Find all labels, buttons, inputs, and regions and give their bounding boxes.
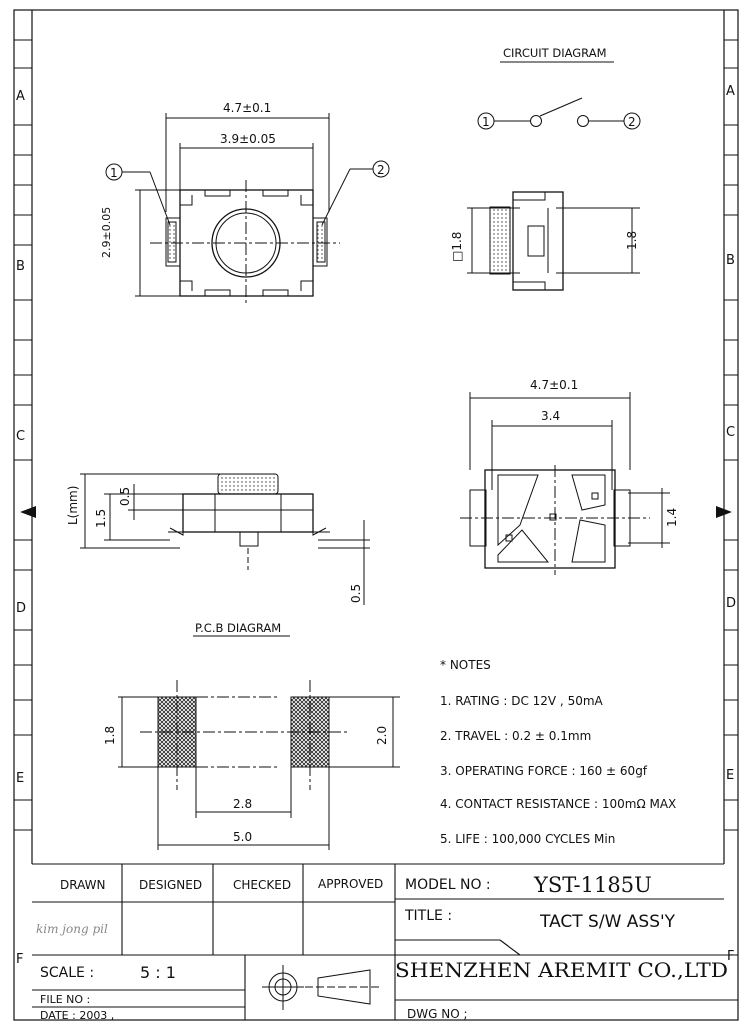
file-no-label: FILE NO : [40,993,90,1006]
front-view-labels: L(mm) 1.5 0.5 0.5 [66,486,363,603]
front-view [80,473,370,605]
row-letter-b-right: B [726,253,735,268]
front-bottom-label: 0.5 [349,584,363,603]
front-h2-label: 0.5 [118,487,132,506]
row-letter-c-right: C [726,425,735,440]
drawn-header: DRAWN [60,878,106,892]
date-label: DATE : 2003 , [40,1009,114,1022]
title-label: TITLE : [404,908,452,924]
note-item: 1. RATING : DC 12V , 50mA [440,694,604,708]
pcb-gap-label: 2.8 [233,797,252,811]
bottom-view-labels: 4.7±0.1 3.4 1.4 [530,378,679,527]
note-item: 5. LIFE : 100,000 CYCLES Min [440,832,615,846]
title-block-text: DRAWN DESIGNED CHECKED APPROVED kim jong… [36,873,728,1022]
pcb-diagram [118,635,400,850]
notes-heading: * NOTES [440,658,491,672]
circuit-pin-2-label: 2 [628,115,636,129]
dwg-no-label: DWG NO ; [407,1007,468,1021]
row-letter-a-right: A [726,84,735,99]
row-letter-b-left: B [16,259,25,274]
bottom-inner-label: 3.4 [541,409,560,423]
row-letter-a-left: A [16,89,25,104]
notes: * NOTES 1. RATING : DC 12V , 50mA 2. TRA… [440,658,676,846]
row-letters: A B C D E F A B C D E F [16,84,736,967]
side-view [467,191,640,291]
circuit-pin-1-label: 1 [482,115,490,129]
top-pin-1-label: 1 [110,166,118,180]
model-no-label: MODEL NO : [405,877,491,893]
top-pin-2-label: 2 [377,163,385,177]
row-letter-e-right: E [726,768,734,783]
top-width-outer-label: 4.7±0.1 [223,101,271,115]
pcb-diagram-title: P.C.B DIAGRAM [195,621,281,635]
side-view-labels: □1.8 1.8 [450,231,639,262]
model-no-value: YST-1185U [533,873,652,897]
top-view-labels: 4.7±0.1 3.9±0.05 2.9±0.05 1 2 [100,101,385,258]
drawn-by-signature: kim jong pil [36,922,108,936]
scale-label: SCALE : [40,965,94,981]
row-letter-f-right: F [727,949,734,964]
pcb-pad-height-label: 1.8 [103,726,117,745]
circuit-diagram-title: CIRCUIT DIAGRAM [503,46,607,60]
row-letter-f-left: F [16,952,23,967]
pcb-labels: P.C.B DIAGRAM 1.8 2.0 2.8 5.0 [103,621,389,844]
center-mark-left-icon [20,506,36,518]
note-item: 3. OPERATING FORCE : 160 ± 60gf [440,764,648,778]
bottom-view [460,392,670,575]
front-h1-label: 1.5 [94,509,108,528]
circuit-diagram: CIRCUIT DIAGRAM 1 2 [477,46,641,130]
title-value: TACT S/W ASS'Y [539,912,676,932]
approved-header: APPROVED [318,877,383,891]
bottom-outer-label: 4.7±0.1 [530,378,578,392]
checked-header: CHECKED [233,878,291,892]
note-item: 2. TRAVEL : 0.2 ± 0.1mm [440,729,591,743]
company-name: SHENZHEN AREMIT CO.,LTD [395,958,728,982]
note-item: 4. CONTACT RESISTANCE : 100mΩ MAX [440,797,676,811]
row-letter-d-left: D [16,601,26,616]
pcb-pitch-label: 2.0 [375,726,389,745]
projection-symbol-icon [262,965,380,1010]
sheet-border [13,9,739,1021]
top-height-label: 2.9±0.05 [100,207,113,258]
top-view [105,113,390,305]
title-block-grid [32,863,738,1020]
row-letter-c-left: C [16,429,25,444]
center-mark-right-icon [716,506,732,518]
row-letter-e-left: E [16,771,24,786]
pcb-total-label: 5.0 [233,830,252,844]
scale-value: 5 : 1 [140,963,176,982]
side-left-dim-label: □1.8 [450,232,464,262]
top-width-inner-label: 3.9±0.05 [220,132,276,146]
front-l-label: L(mm) [66,486,80,525]
designed-header: DESIGNED [139,878,202,892]
row-letter-d-right: D [726,596,736,611]
bottom-side-label: 1.4 [665,508,679,527]
side-right-dim-label: 1.8 [625,231,639,250]
